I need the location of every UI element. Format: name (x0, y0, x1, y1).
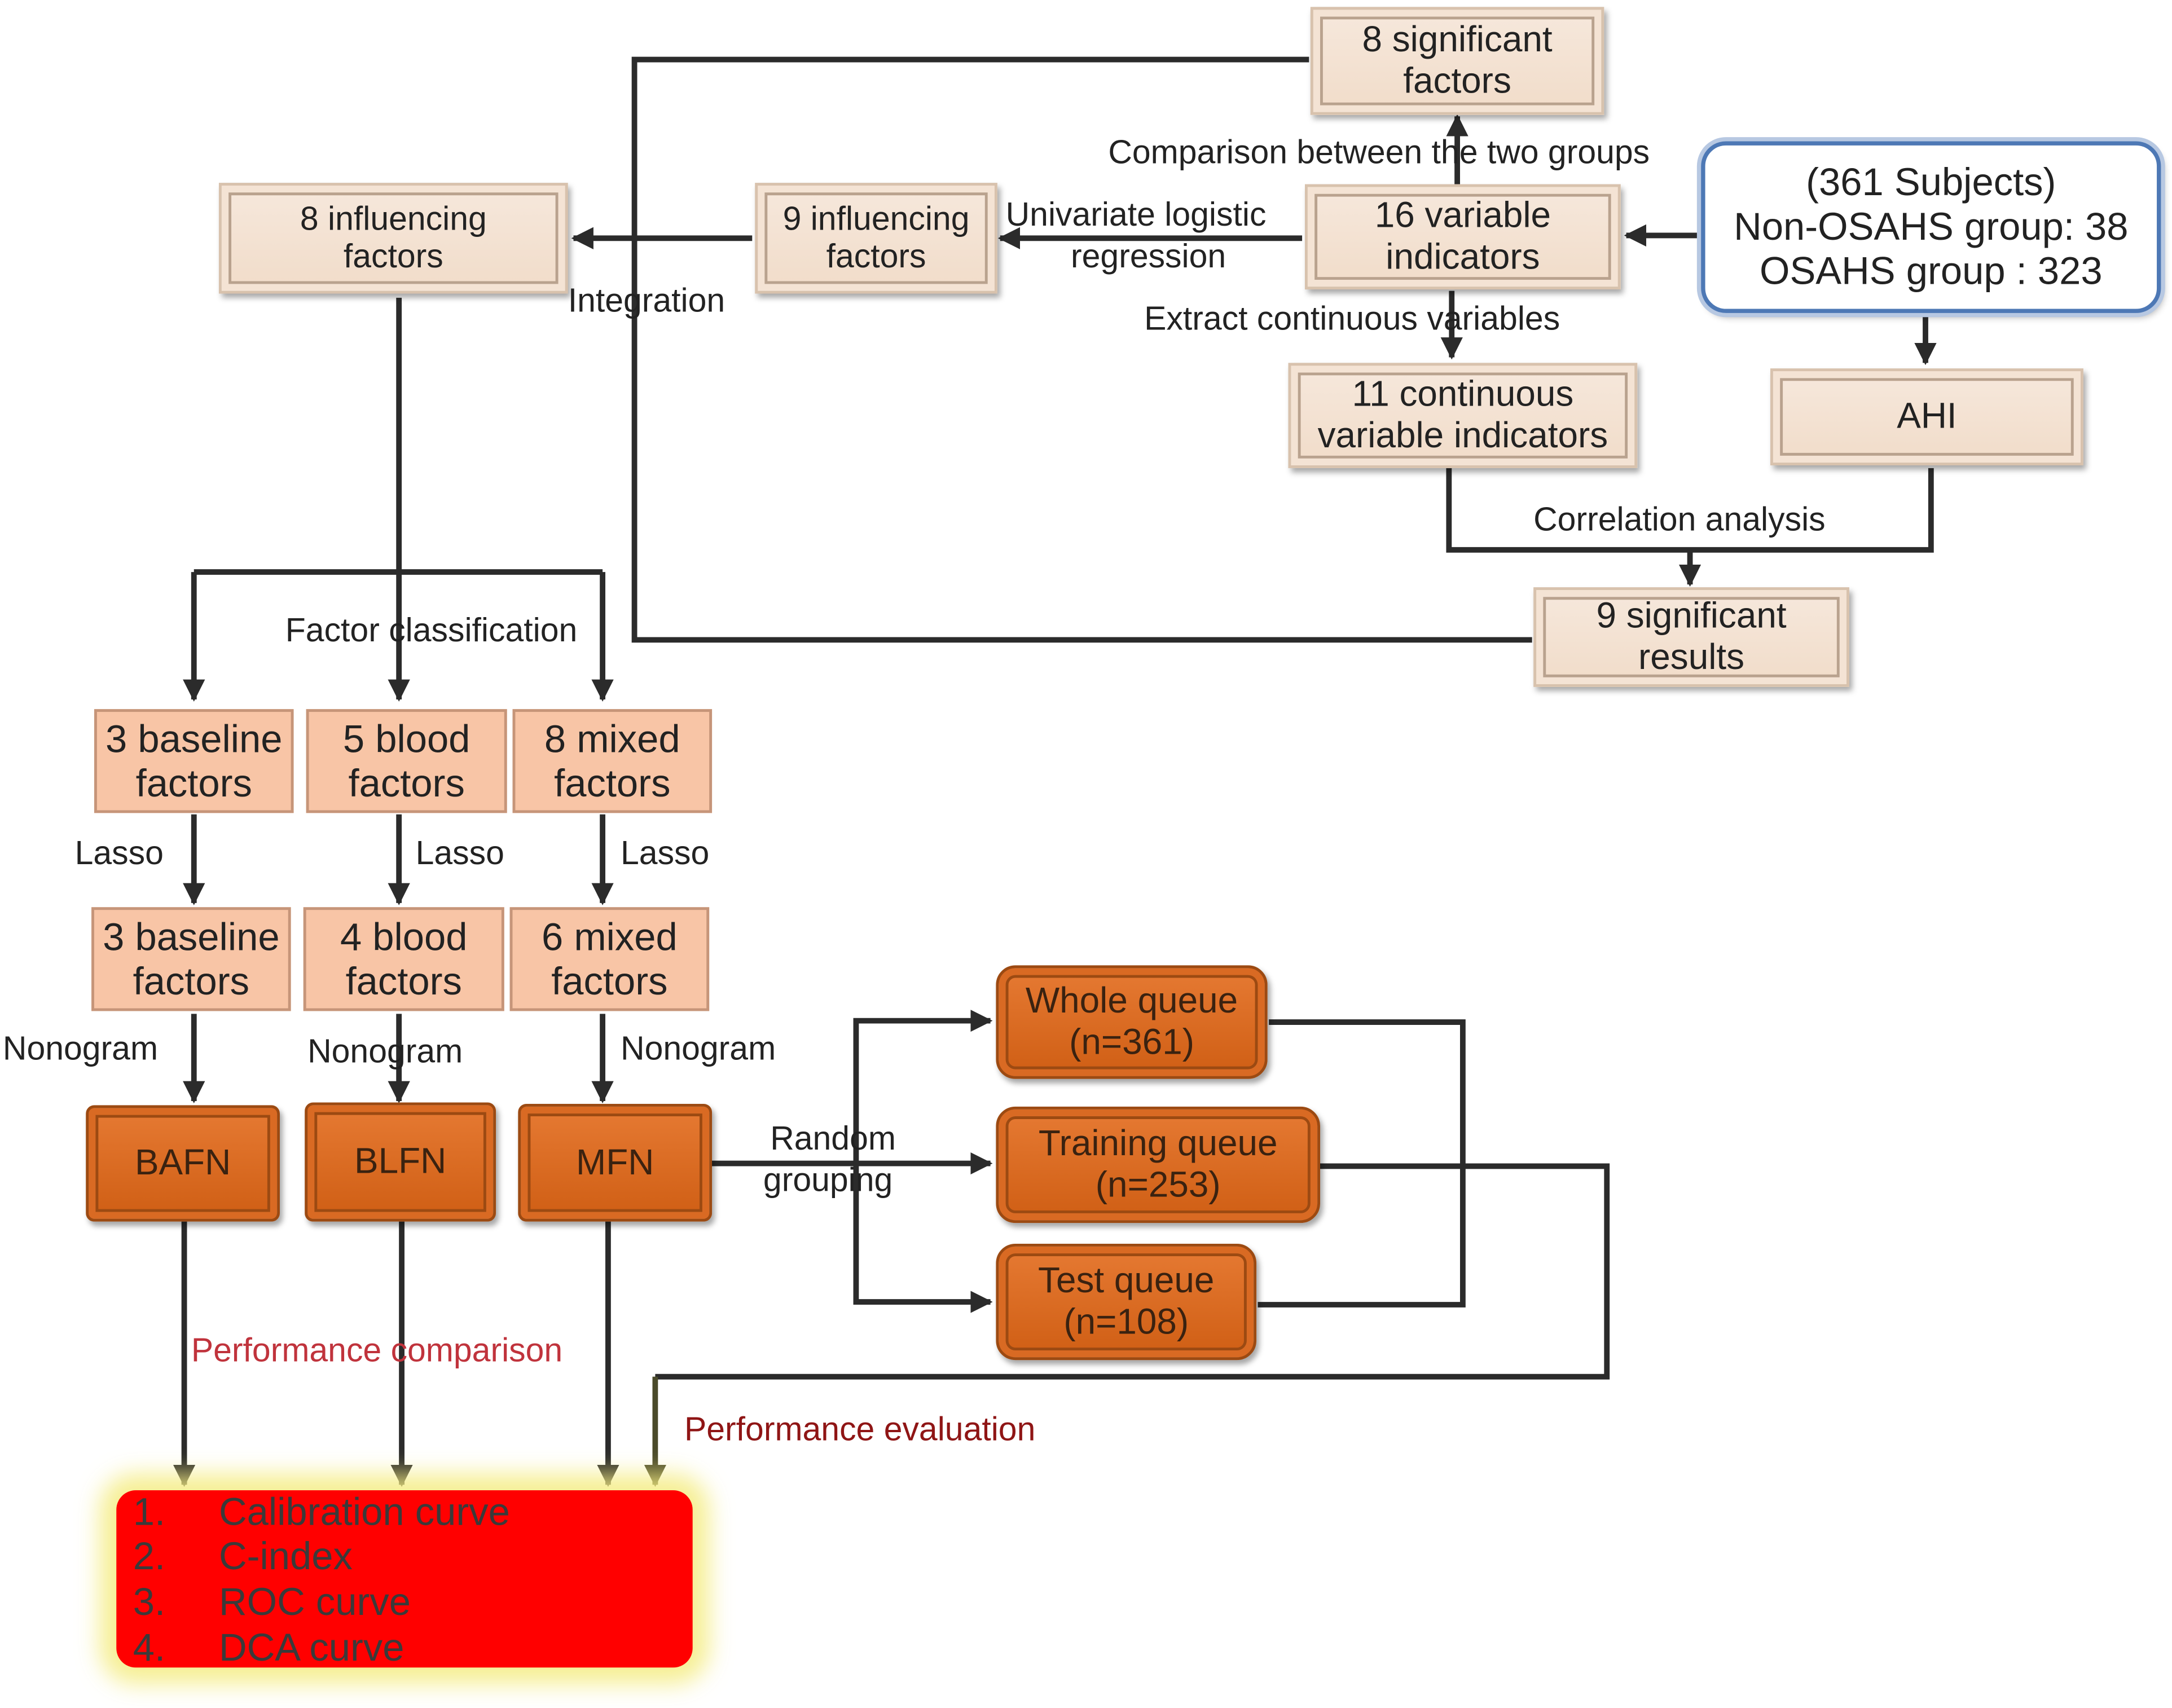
label-nonogram: Nonogram (2, 1030, 159, 1068)
outcome-text: DCA curve (218, 1626, 404, 1669)
node-text: MFN (576, 1141, 654, 1183)
label-lasso: Lasso (621, 835, 710, 873)
label-nonogram: Nonogram (307, 1033, 463, 1071)
node-9-significant-results: 9 significant results (1533, 587, 1849, 687)
outcome-number: 2. (133, 1534, 166, 1578)
node-text: factors (1403, 59, 1511, 102)
node-4-blood-factors: 4 blood factors (303, 907, 504, 1011)
node-6-mixed-factors: 6 mixed factors (509, 907, 710, 1011)
node-3-baseline-factors: 3 baseline factors (94, 709, 294, 813)
node-3-baseline-factors-selected: 3 baseline factors (91, 907, 291, 1011)
label-integration: Integration (568, 282, 726, 320)
node-text: results (1638, 636, 1745, 677)
outcome-text: ROC curve (218, 1580, 411, 1623)
label-correlation: Correlation analysis (1533, 501, 1826, 539)
node-text: Test queue (1038, 1259, 1215, 1301)
node-text: factors (551, 959, 668, 1002)
outcome-box: 1. Calibration curve 2. C-index 3. ROC c… (116, 1490, 693, 1669)
node-text: (n=108) (1063, 1300, 1189, 1342)
node-text: 3 baseline (103, 915, 280, 958)
node-text: 8 mixed (544, 716, 680, 760)
node-whole-queue: Whole queue (n=361) (996, 965, 1268, 1079)
outcome-number: 1. (133, 1490, 166, 1534)
node-text: 9 influencing (782, 200, 970, 238)
node-text: 5 blood (342, 716, 471, 760)
node-text: BLFN (354, 1140, 447, 1182)
node-text: factors (133, 959, 250, 1002)
label-comparison: Comparison between the two groups (1108, 134, 1650, 172)
node-mfn: MFN (518, 1103, 713, 1222)
node-text: Training queue (1038, 1122, 1278, 1164)
label-nonogram: Nonogram (621, 1030, 776, 1068)
label-lasso: Lasso (74, 835, 164, 873)
node-training-queue: Training queue (n=253) (996, 1106, 1320, 1223)
label-lasso: Lasso (415, 835, 504, 873)
label-performance-evaluation: Performance evaluation (684, 1411, 1036, 1449)
node-text: 8 influencing (300, 200, 487, 238)
node-text: (n=361) (1069, 1020, 1194, 1063)
node-9-influencing-factors: 9 influencing factors (755, 183, 997, 294)
outcome-text: Calibration curve (218, 1490, 510, 1534)
node-8-influencing-factors: 8 influencing factors (218, 183, 568, 294)
label-univariate: Univariate logistic (1005, 196, 1267, 234)
label-extract: Extract continuous variables (1144, 300, 1560, 338)
node-text: factors (554, 761, 671, 804)
node-test-queue: Test queue (n=108) (996, 1243, 1257, 1361)
node-text: factors (345, 959, 462, 1002)
label-grouping: grouping (763, 1162, 893, 1200)
node-text: 3 baseline (105, 716, 283, 760)
node-text: Non-OSAHS group: 38 (1734, 205, 2129, 248)
node-text: BAFN (134, 1141, 231, 1183)
outcome-number: 3. (133, 1580, 166, 1623)
node-text: Whole queue (1025, 979, 1238, 1022)
node-text: 9 significant (1596, 595, 1787, 636)
label-performance-comparison: Performance comparison (191, 1332, 563, 1370)
node-subjects: (361 Subjects) Non-OSAHS group: 38 OSAHS… (1701, 141, 2161, 313)
node-text: factors (343, 238, 443, 276)
label-factor-classification: Factor classification (285, 612, 578, 650)
label-random: Random (770, 1120, 896, 1158)
node-text: (n=253) (1095, 1163, 1221, 1205)
node-text: 11 continuous (1352, 373, 1574, 415)
node-text: 4 blood (340, 915, 468, 958)
node-text: 6 mixed (541, 915, 678, 958)
node-8-mixed-factors: 8 mixed factors (512, 709, 713, 813)
node-text: 16 variable (1374, 194, 1551, 236)
node-text: factors (826, 238, 926, 276)
node-text: OSAHS group : 323 (1759, 249, 2103, 292)
node-text: (361 Subjects) (1806, 161, 2056, 204)
node-blfn: BLFN (305, 1102, 496, 1222)
node-bafn: BAFN (86, 1105, 280, 1222)
outcome-text: C-index (218, 1534, 353, 1578)
node-text: indicators (1386, 235, 1540, 278)
node-text: factors (348, 761, 465, 804)
node-16-variable-indicators: 16 variable indicators (1304, 184, 1621, 290)
outcome-number: 4. (133, 1626, 166, 1669)
node-8-significant-factors: 8 significant factors (1310, 7, 1604, 115)
node-5-blood-factors: 5 blood factors (306, 709, 507, 813)
node-text: AHI (1897, 395, 1957, 437)
label-regression: regression (1071, 238, 1226, 276)
node-text: factors (135, 761, 252, 804)
node-11-continuous-variable-indicators: 11 continuous variable indicators (1288, 363, 1638, 468)
node-text: variable indicators (1317, 414, 1608, 456)
node-ahi: AHI (1770, 368, 2083, 466)
node-text: 8 significant (1362, 18, 1553, 60)
